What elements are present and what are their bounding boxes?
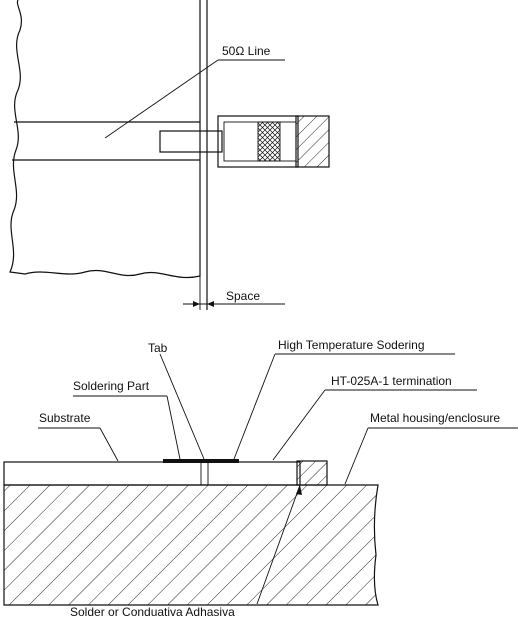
termination-leader bbox=[272, 389, 326, 461]
soldering-part-label: Soldering Part bbox=[73, 379, 150, 393]
high-temp-label: High Temperature Sodering bbox=[278, 338, 425, 352]
housing-leader bbox=[344, 427, 369, 485]
top-view: 50Ω Line Space bbox=[9, 0, 330, 310]
termination-side bbox=[296, 460, 328, 486]
line-label: 50Ω Line bbox=[222, 44, 271, 58]
tab-top bbox=[159, 130, 223, 153]
solder-label: Solder or Conduativa Adhasiva bbox=[70, 605, 235, 619]
termination-cap bbox=[295, 115, 330, 168]
housing-label: Metal housing/enclosure bbox=[370, 411, 500, 425]
substrate-outline-top bbox=[9, 0, 201, 279]
metal-housing-outline bbox=[3, 484, 379, 606]
space-label: Space bbox=[226, 289, 260, 303]
soldering-part-leader bbox=[166, 395, 181, 460]
substrate-label: Substrate bbox=[39, 411, 91, 425]
solder-leader bbox=[256, 484, 301, 605]
metal-housing-floor bbox=[4, 485, 378, 605]
line-label-leader bbox=[104, 59, 219, 139]
tab-label: Tab bbox=[148, 341, 168, 355]
tab-leader bbox=[159, 353, 205, 460]
high-temp-leader bbox=[233, 353, 276, 460]
solder-leader-arrow bbox=[296, 485, 302, 495]
substrate-leader bbox=[99, 427, 119, 462]
side-view: Tab High Temperature Sodering Soldering … bbox=[3, 338, 518, 619]
tab-side bbox=[163, 459, 239, 463]
termination-resistor bbox=[257, 121, 281, 162]
space-dim-arrow-right bbox=[207, 301, 214, 307]
substrate-side bbox=[3, 461, 301, 486]
termination-label: HT-025A-1 termination bbox=[331, 374, 452, 388]
space-dim-arrow-left bbox=[193, 301, 200, 307]
